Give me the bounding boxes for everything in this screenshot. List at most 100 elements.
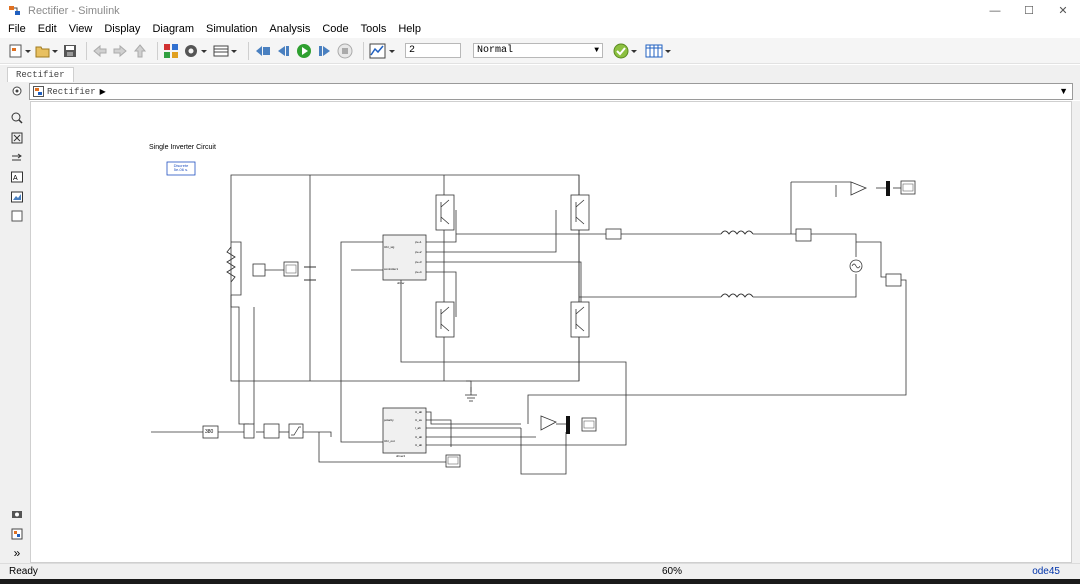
powergui-block[interactable] xyxy=(166,161,196,176)
model-tab-strip: Rectifier xyxy=(0,65,1080,82)
diagram-canvas[interactable]: Single Inverter Circuit Discrete 5e-06 s… xyxy=(30,101,1072,563)
toolbar: 2 Normal ▼ xyxy=(0,38,1080,64)
stop-time-input[interactable]: 2 xyxy=(405,43,461,58)
open-button[interactable] xyxy=(35,42,59,60)
voltage-measurement-block[interactable] xyxy=(252,263,266,277)
image-button[interactable] xyxy=(11,191,23,203)
sine-wave-icon xyxy=(851,263,861,269)
model-browser-button[interactable] xyxy=(11,528,23,540)
stop-button[interactable] xyxy=(336,42,354,60)
constant-block[interactable] xyxy=(202,425,219,439)
save-button[interactable] xyxy=(63,42,77,60)
zoom-button[interactable] xyxy=(11,112,23,124)
ground-block[interactable] xyxy=(465,387,477,402)
tool-palette: A » xyxy=(0,100,30,563)
pi-controller-block[interactable] xyxy=(263,423,280,439)
gain-block-2[interactable] xyxy=(540,415,557,431)
hide-browser-icon[interactable] xyxy=(12,86,22,96)
menu-edit[interactable]: Edit xyxy=(37,23,57,35)
screenshot-button[interactable] xyxy=(11,508,23,520)
toolbar-separator xyxy=(248,41,249,60)
driver2-port-out4: U_ab xyxy=(415,435,423,439)
sum-block[interactable] xyxy=(243,423,255,439)
back-button[interactable] xyxy=(92,42,108,60)
powergui-line1: Discrete xyxy=(173,163,189,168)
current-measurement-block-2[interactable] xyxy=(795,228,812,242)
driver2-subsystem[interactable] xyxy=(382,407,427,454)
saturation-block[interactable] xyxy=(288,423,304,439)
solver-link[interactable]: ode45 xyxy=(1032,566,1060,577)
menu-tools[interactable]: Tools xyxy=(360,23,387,35)
title-bar: Rectifier - Simulink — ☐ ✕ xyxy=(0,0,1080,21)
model-path[interactable]: Rectifier xyxy=(47,86,96,97)
menu-analysis[interactable]: Analysis xyxy=(269,23,311,35)
run-button[interactable] xyxy=(296,42,312,60)
annotation-button[interactable]: A xyxy=(11,171,23,183)
status-bar: Ready 60% ode45 xyxy=(0,563,1080,579)
new-model-icon xyxy=(9,44,31,57)
menu-code[interactable]: Code xyxy=(322,23,349,35)
fit-view-button[interactable] xyxy=(11,132,23,144)
arrow-button[interactable] xyxy=(11,152,23,164)
menu-help[interactable]: Help xyxy=(398,23,421,35)
constant-value: 380 xyxy=(205,429,214,435)
mux-block-2[interactable] xyxy=(566,416,570,434)
grid-icon xyxy=(213,45,237,56)
forward-button[interactable] xyxy=(112,42,128,60)
maximize-button[interactable]: ☐ xyxy=(1024,5,1034,17)
step-back-button-2[interactable] xyxy=(276,42,292,60)
step-back-button[interactable] xyxy=(254,42,272,60)
voltage-measurement-block-2[interactable] xyxy=(885,273,902,287)
area-button[interactable] xyxy=(11,210,23,222)
expand-icon[interactable]: » xyxy=(13,546,21,560)
capacitor-block[interactable] xyxy=(304,266,316,281)
igbt-block[interactable] xyxy=(570,194,590,231)
model-path-box[interactable]: Rectifier ▶ ▼ xyxy=(29,83,1073,100)
svg-text:A: A xyxy=(13,175,18,182)
simulation-mode-select[interactable]: Normal ▼ xyxy=(473,43,603,58)
driver-subsystem[interactable] xyxy=(382,234,427,281)
menu-view[interactable]: View xyxy=(68,23,93,35)
model-explorer-button[interactable] xyxy=(213,42,239,60)
scope-screen-icon xyxy=(583,420,595,429)
library-browser-button[interactable] xyxy=(163,42,179,60)
inductor-block[interactable] xyxy=(720,293,754,298)
model-advisor-button[interactable] xyxy=(613,42,641,60)
driver1-port-out4: pv+4 xyxy=(415,270,422,274)
resistor-block[interactable] xyxy=(226,246,236,283)
up-button[interactable] xyxy=(132,42,148,60)
play-icon xyxy=(297,43,311,58)
tab-rectifier[interactable]: Rectifier xyxy=(7,67,74,82)
breadcrumb-arrow-icon: ▶ xyxy=(99,87,106,96)
text-icon: A xyxy=(11,171,23,183)
new-model-button[interactable] xyxy=(9,42,31,60)
build-button[interactable] xyxy=(645,42,673,60)
driver1-port-in2: controller1 xyxy=(384,267,399,271)
data-inspector-button[interactable] xyxy=(369,42,397,60)
driver1-port-out3: pv+3 xyxy=(415,260,422,264)
arrows-icon xyxy=(12,153,22,161)
menu-display[interactable]: Display xyxy=(104,23,141,35)
powergui-label: Discrete 5e-06 s. xyxy=(169,164,193,172)
scope-screen-icon xyxy=(902,183,914,192)
igbt-block[interactable] xyxy=(570,301,590,338)
library-icon xyxy=(164,43,178,58)
igbt-block[interactable] xyxy=(435,301,455,338)
menu-diagram[interactable]: Diagram xyxy=(152,23,195,35)
step-forward-button[interactable] xyxy=(316,42,332,60)
current-measurement-block[interactable] xyxy=(605,228,622,240)
folder-icon xyxy=(35,46,58,57)
menu-simulation[interactable]: Simulation xyxy=(206,23,258,35)
mux-block[interactable] xyxy=(886,181,890,196)
right-scroll-strip[interactable] xyxy=(1072,101,1080,563)
path-dropdown-icon[interactable]: ▼ xyxy=(1059,86,1068,96)
gain-block[interactable] xyxy=(850,181,868,196)
minimize-button[interactable]: — xyxy=(989,4,1001,17)
toolbar-separator xyxy=(86,41,87,60)
inductor-block[interactable] xyxy=(720,230,754,235)
driver2-port-out3: I_ab xyxy=(415,426,421,430)
igbt-block[interactable] xyxy=(435,194,455,231)
model-config-button[interactable] xyxy=(183,42,209,60)
close-button[interactable]: ✕ xyxy=(1058,5,1068,17)
menu-file[interactable]: File xyxy=(8,23,26,35)
